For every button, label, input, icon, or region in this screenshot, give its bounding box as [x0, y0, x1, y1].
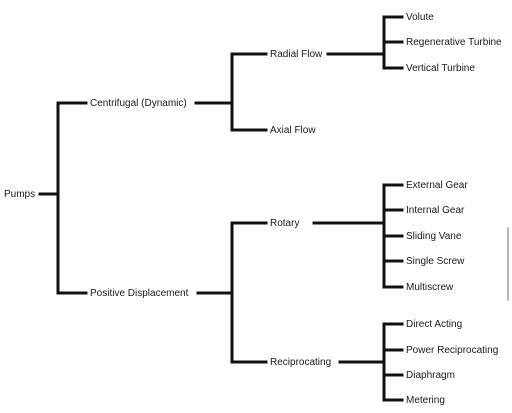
node-radial-flow: Radial Flow — [270, 49, 323, 60]
leaf-single-screw: Single Screw — [406, 256, 465, 267]
node-centrifugal: Centrifugal (Dynamic) — [90, 98, 187, 109]
leaf-regenerative-turbine: Regenerative Turbine — [406, 37, 502, 48]
leaf-vertical-turbine: Vertical Turbine — [406, 63, 475, 74]
leaf-volute: Volute — [406, 12, 434, 23]
node-pumps: Pumps — [4, 189, 35, 200]
node-reciprocating: Reciprocating — [270, 357, 331, 368]
leaf-metering: Metering — [406, 395, 445, 406]
leaf-external-gear: External Gear — [406, 180, 468, 191]
leaf-internal-gear: Internal Gear — [406, 205, 465, 216]
leaf-direct-acting: Direct Acting — [406, 319, 462, 330]
node-positive-displacement: Positive Displacement — [90, 288, 189, 299]
node-rotary: Rotary — [270, 218, 299, 229]
leaf-power-reciprocating: Power Reciprocating — [406, 345, 498, 356]
leaf-multiscrew: Multiscrew — [406, 282, 454, 293]
leaf-sliding-vane: Sliding Vane — [406, 231, 462, 242]
node-axial-flow: Axial Flow — [270, 125, 316, 136]
leaf-diaphragm: Diaphragm — [406, 370, 455, 381]
